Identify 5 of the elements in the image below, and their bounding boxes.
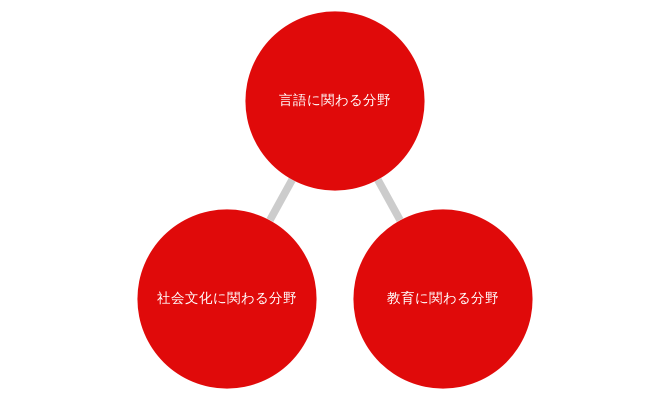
node-circle: 社会文化に関わる分野 — [137, 209, 317, 389]
connector — [266, 178, 296, 222]
connector — [374, 178, 404, 222]
node-circle: 言語に関わる分野 — [245, 11, 425, 191]
node-circle: 教育に関わる分野 — [353, 209, 533, 389]
